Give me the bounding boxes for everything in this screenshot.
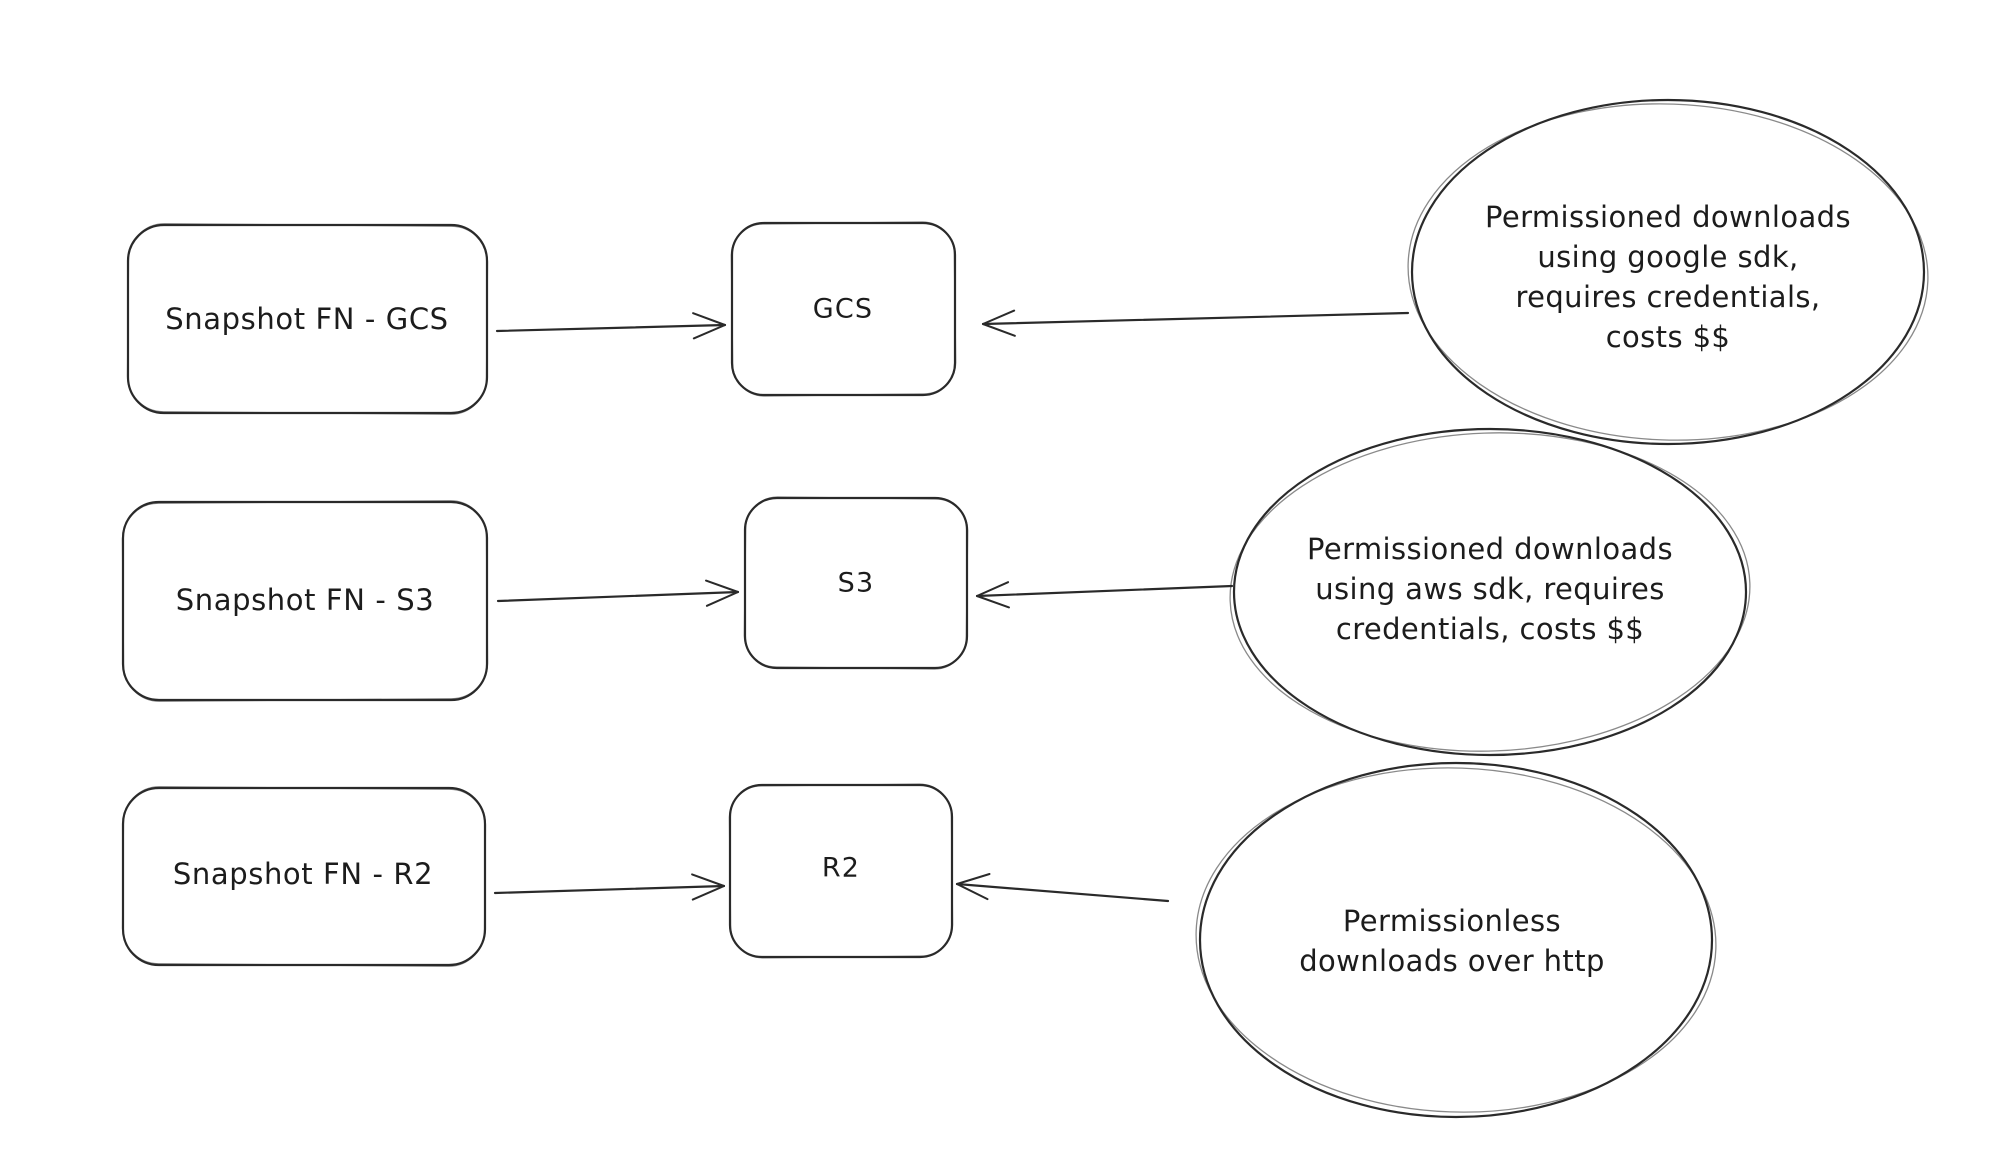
source-node-r2-label: Snapshot FN - R2	[172, 857, 434, 891]
source-node-s3-label: Snapshot FN - S3	[175, 583, 435, 617]
arrow-gcs-source-to-target	[495, 312, 727, 340]
source-node-gcs-label: Snapshot FN - GCS	[165, 302, 449, 336]
arrow-r2-source-to-target	[493, 873, 726, 901]
source-node-r2	[121, 786, 487, 967]
arrow-s3-source-to-target	[496, 579, 740, 607]
source-node-s3	[121, 500, 489, 702]
target-node-gcs-label: GCS	[812, 293, 874, 325]
arrow-r2-note-to-target	[955, 873, 1170, 903]
target-node-r2	[728, 783, 954, 959]
source-node-gcs	[126, 223, 489, 415]
target-node-r2-label: R2	[821, 852, 861, 884]
note-ellipse-r2	[1195, 761, 1717, 1119]
target-node-s3	[743, 496, 969, 670]
note-ellipse-s3	[1229, 427, 1751, 757]
target-node-gcs	[730, 221, 957, 397]
arrow-gcs-note-to-target	[981, 309, 1410, 337]
arrow-s3-note-to-target	[975, 581, 1234, 609]
target-node-s3-label: S3	[837, 567, 875, 599]
note-ellipse-gcs	[1407, 98, 1929, 446]
